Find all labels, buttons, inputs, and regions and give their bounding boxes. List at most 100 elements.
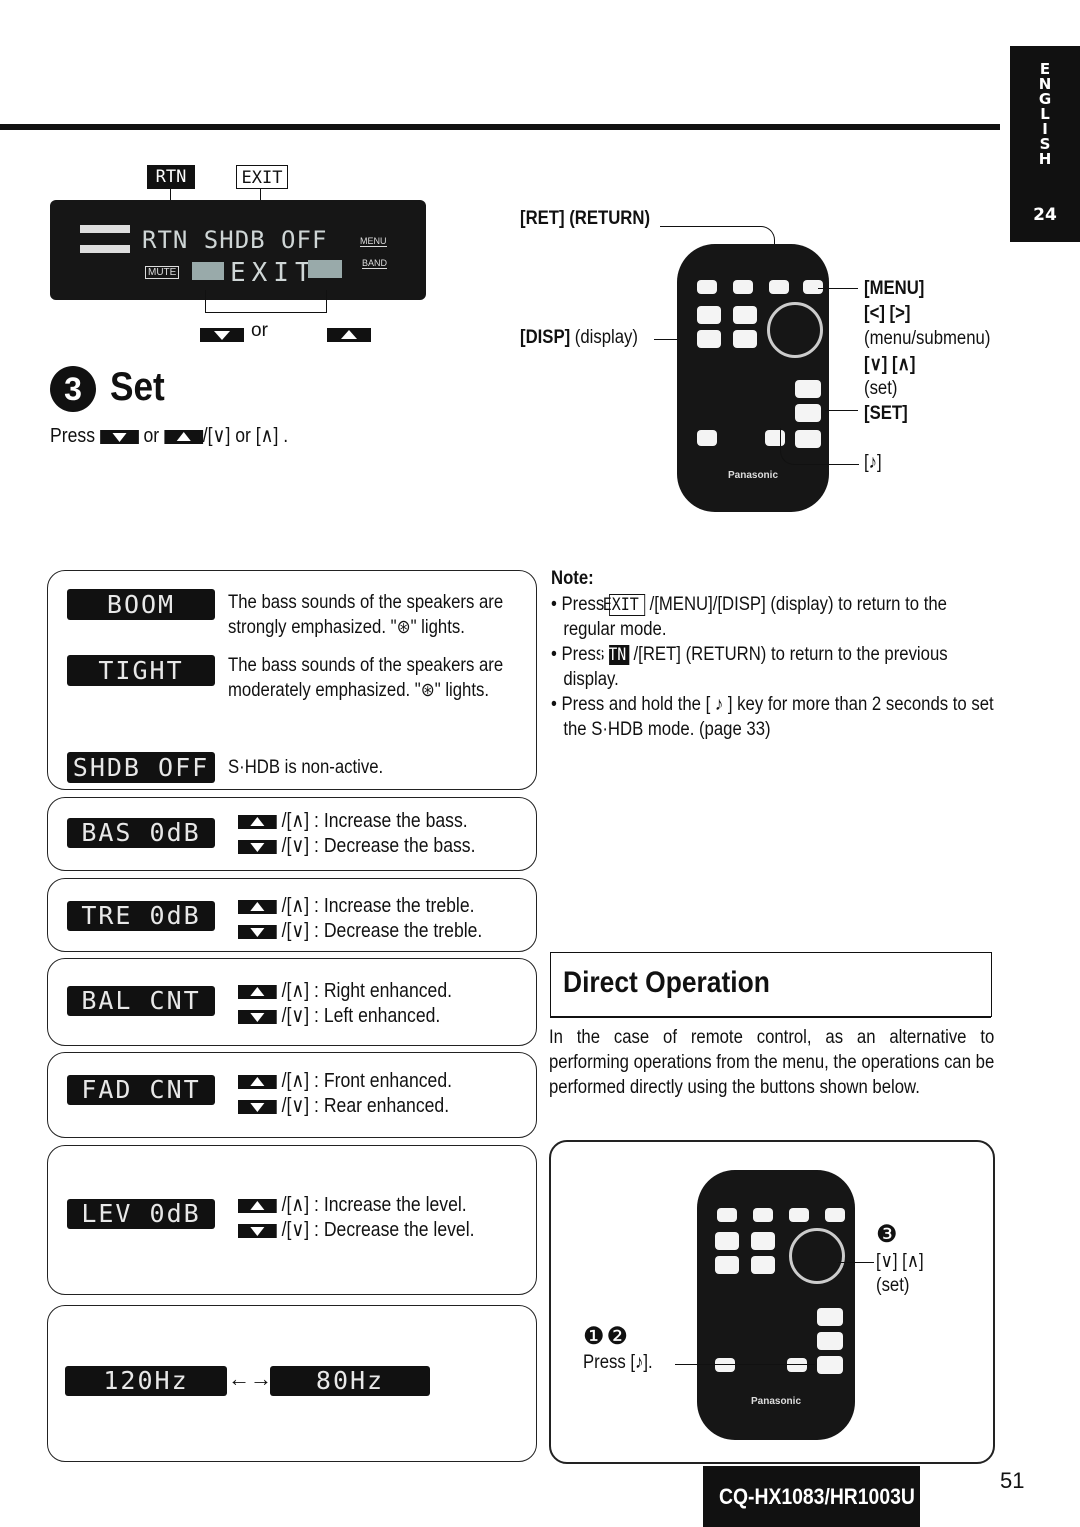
remote-key (803, 280, 823, 294)
lcd-level: LEV 0dB (67, 1199, 215, 1229)
up-button-icon (238, 984, 277, 999)
lcd-boom: BOOM (67, 589, 215, 620)
level-down-row: /[∨] : Decrease the level. (238, 1217, 475, 1242)
up-button-icon (238, 814, 277, 829)
down-button-icon (238, 1223, 277, 1238)
down-button-icon (238, 1009, 277, 1024)
model-number: CQ-HX1083/HR1003U (719, 1484, 915, 1509)
note-item-text: /[RET] (RETURN) to return to the previou… (563, 644, 948, 690)
tight-description: The bass sounds of the speakers are mode… (228, 655, 504, 701)
bass-down-row: /[∨] : Decrease the bass. (238, 833, 475, 858)
page-number: 51 (1000, 1468, 1025, 1493)
down-button-icon (238, 1099, 277, 1114)
note-item-pre: Press (561, 594, 605, 615)
boom-description: The bass sounds of the speakers are stro… (228, 592, 504, 638)
balance-up-row: /[∧] : Right enhanced. (238, 978, 452, 1003)
remote-key (817, 1356, 843, 1374)
remote-key (751, 1232, 775, 1250)
treble-down-text: /[∨] : Decrease the treble. (281, 920, 483, 942)
remote-brand: Panasonic (727, 470, 779, 481)
note-item-text: Press and hold the [ ♪ ] key for more th… (561, 694, 994, 740)
lcd-bass: BAS 0dB (67, 818, 215, 848)
remote-key (697, 306, 721, 324)
rtn-key: RTN (599, 645, 629, 665)
head-unit-display: MUTE RTN SHDB OFF EXIT MENU BAND (50, 200, 426, 300)
remote-key (717, 1208, 737, 1222)
level-up-row: /[∧] : Increase the level. (238, 1192, 467, 1217)
remote-key (769, 280, 789, 294)
direct-title-frame (550, 952, 992, 1017)
remote-dial (767, 302, 823, 358)
disp-label: [DISP] (display) (520, 327, 638, 349)
down-button-icon (238, 839, 277, 854)
remote-key (795, 430, 821, 448)
up-button-icon (238, 899, 277, 914)
callout-bracket (205, 290, 327, 313)
header-rule (0, 124, 1000, 130)
step-title: Set (110, 365, 165, 409)
remote-dial (789, 1228, 845, 1284)
toggle-arrow: ←→ (228, 1366, 272, 1391)
down-button-icon (99, 429, 139, 444)
treble-panel (47, 878, 537, 952)
disp-suffix: (display) (574, 327, 639, 348)
remote-key (715, 1358, 735, 1372)
set-paren-label: (set) (864, 378, 898, 399)
up-button-icon (164, 429, 203, 444)
callout-line-note (780, 428, 859, 465)
lcd-up-button (308, 260, 342, 278)
note-item: • Press and hold the [ ♪ ] key for more … (551, 694, 994, 740)
remote-up-key (817, 1308, 843, 1326)
remote-key (715, 1256, 739, 1274)
level-down-text: /[∨] : Decrease the level. (281, 1219, 475, 1241)
treble-down-row: /[∨] : Decrease the treble. (238, 918, 482, 943)
exit-key: EXIT (603, 594, 645, 616)
direct-press-note: Press [♪]. (583, 1352, 653, 1373)
remote-control-top: Panasonic (677, 244, 829, 512)
frequency-panel (47, 1305, 537, 1462)
remote-up-key (795, 380, 821, 398)
callout-line-step3 (838, 1262, 874, 1263)
remote-key (733, 306, 757, 324)
fader-down-row: /[∨] : Rear enhanced. (238, 1093, 449, 1118)
remote-key (789, 1208, 809, 1222)
remote-key (697, 280, 717, 294)
level-up-text: /[∧] : Increase the level. (281, 1194, 467, 1216)
fader-down-text: /[∨] : Rear enhanced. (281, 1095, 450, 1117)
up-button-icon (238, 1198, 277, 1213)
press-suffix: /[∨] or [∧] . (202, 425, 289, 447)
direct-remote-panel (549, 1140, 995, 1464)
remote-key (715, 1232, 739, 1250)
fader-up-row: /[∧] : Front enhanced. (238, 1068, 452, 1093)
down-button-icon (238, 924, 277, 939)
language-letters: E N G L I S H (1038, 60, 1052, 168)
remote-key (697, 430, 717, 446)
step-number: 3 (64, 371, 82, 407)
press-prefix: Press (50, 425, 95, 447)
treble-up-row: /[∧] : Increase the treble. (238, 893, 475, 918)
note-item: • Press EXIT /[MENU]/[DISP] (display) to… (551, 594, 947, 640)
callout-line-menu (818, 288, 858, 289)
lcd-tight: TIGHT (67, 655, 215, 686)
fader-panel (47, 1052, 537, 1138)
menu-submenu-label: (menu/submenu) (864, 328, 991, 349)
remote-key (825, 1208, 845, 1222)
note-title: Note: (551, 568, 594, 589)
remote-key (697, 330, 721, 348)
rtn-key: RTN (147, 165, 195, 189)
fader-up-text: /[∧] : Front enhanced. (281, 1070, 453, 1092)
direct-step3-marker: ❸ (876, 1221, 898, 1248)
model-badge: CQ-HX1083/HR1003U (703, 1466, 920, 1527)
section-page-number: 24 (1033, 205, 1057, 225)
press-or: or (143, 425, 160, 447)
balance-down-text: /[∨] : Left enhanced. (281, 1005, 441, 1027)
lcd-treble: TRE 0dB (67, 901, 215, 931)
disp-key-label: [DISP] (520, 327, 571, 348)
up-down-label: [∨] [∧] (864, 354, 916, 375)
lcd-balance: BAL CNT (67, 986, 215, 1016)
lcd-fader: FAD CNT (67, 1075, 215, 1105)
direct-set-label: (set) (876, 1275, 910, 1296)
note-list: • Press EXIT /[MENU]/[DISP] (display) to… (551, 592, 995, 742)
direct-title-underline (550, 1016, 991, 1018)
lcd-mute-indicator: MUTE (145, 266, 180, 279)
